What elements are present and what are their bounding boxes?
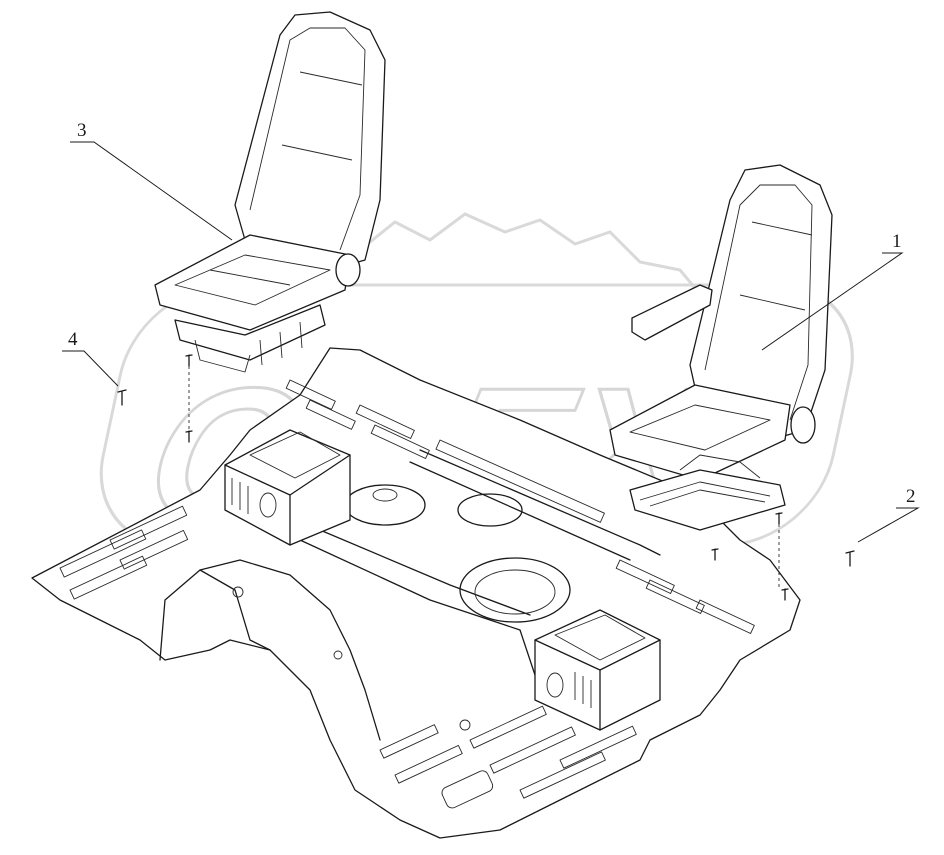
bolt-icon <box>775 512 783 525</box>
callout-label-4: 4 <box>68 329 78 350</box>
bolt-icon <box>185 430 193 443</box>
callout-label-2: 2 <box>906 486 916 507</box>
seat-1-right <box>609 164 833 531</box>
fasteners <box>117 354 855 601</box>
bolt-icon <box>781 588 789 601</box>
callout-label-1: 1 <box>892 231 902 252</box>
right-seat-box <box>534 609 661 731</box>
bolt-icon <box>117 389 127 406</box>
callout-label-3: 3 <box>77 120 87 141</box>
bolt-icon <box>185 354 193 367</box>
callout-2: 2 <box>857 486 920 543</box>
callout-1: 1 <box>761 231 904 351</box>
gear-watermark-icon <box>359 212 721 302</box>
left-seat-box <box>224 429 351 546</box>
callout-4: 4 <box>62 329 119 387</box>
bolt-icon <box>711 548 719 561</box>
seat-3-left <box>154 11 386 373</box>
bolt-icon <box>845 550 855 567</box>
callout-3: 3 <box>70 120 233 241</box>
